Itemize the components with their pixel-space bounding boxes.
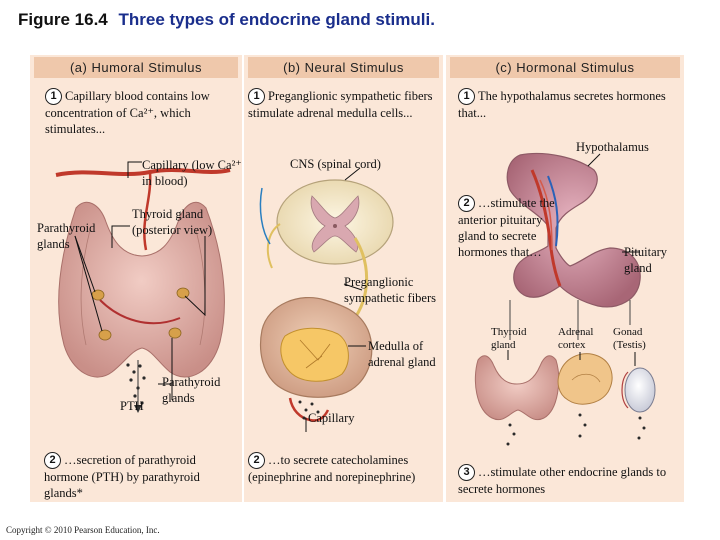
label-parathyroid-bottom: Parathyroid glands <box>162 375 221 405</box>
panel-neural-heading: (b) Neural Stimulus <box>248 57 439 78</box>
parathyroid-gland-markers <box>91 287 190 341</box>
capillary-neural <box>288 397 330 422</box>
hormonal-leader-lines <box>507 153 640 366</box>
neural-step-2-text: …to secrete catecholamines (epinephrine … <box>248 453 416 484</box>
figure-number: Figure 16.4 <box>18 10 108 29</box>
pituitary-hormone-arrows <box>509 300 631 340</box>
label-capillary-humoral: Capillary (low Ca²⁺ in blood) <box>142 158 242 188</box>
hormone-dots-hormonal <box>506 413 646 446</box>
label-pth: PTH <box>120 399 144 413</box>
panel-humoral-heading: (a) Humoral Stimulus <box>34 57 238 78</box>
copyright-notice: Copyright © 2010 Pearson Education, Inc. <box>6 525 160 535</box>
humoral-step-2-text: …secretion of parathyroid hormone (PTH) … <box>44 453 200 500</box>
step-number-badge: 1 <box>458 88 475 105</box>
hormonal-step-1-text: The hypothalamus secretes hormones that.… <box>458 89 666 120</box>
neural-step-1-text: Preganglionic sympathetic fibers stimula… <box>248 89 433 120</box>
neural-step-2: 2…to secrete catecholamines (epinephrine… <box>248 452 442 485</box>
capillary-red-drawing <box>55 168 231 325</box>
label-hypothalamus: Hypothalamus <box>576 140 649 154</box>
step-number-badge: 3 <box>458 464 475 481</box>
hormonal-step-2: 2…stimulate the anterior pituitary gland… <box>458 195 556 260</box>
target-adrenal-drawing <box>557 353 613 405</box>
label-cns-spinal-cord: CNS (spinal cord) <box>290 157 381 171</box>
hormonal-step-3-text: …stimulate other endocrine glands to sec… <box>458 465 667 496</box>
label-thyroid-target: Thyroid gland <box>491 326 527 351</box>
label-gonad-testis: Gonad (Testis) <box>613 326 646 351</box>
label-preganglionic-fibers: Preganglionic sympathetic fibers <box>344 275 436 305</box>
label-pituitary-gland: Pituitary gland <box>624 245 668 275</box>
label-adrenal-medulla: Medulla of adrenal gland <box>368 339 436 369</box>
figure-caption: Three types of endocrine gland stimuli. <box>118 10 435 29</box>
label-thyroid-gland: Thyroid gland (posterior view) <box>132 207 213 237</box>
neural-leader-lines <box>305 167 366 432</box>
label-adrenal-cortex: Adrenal cortex <box>558 326 594 351</box>
humoral-step-2: 2…secretion of parathyroid hormone (PTH)… <box>44 452 240 501</box>
label-capillary-neural: Capillary <box>308 411 355 425</box>
humoral-step-1-text: Capillary blood contains low concentrati… <box>45 89 210 136</box>
step-number-badge: 1 <box>248 88 265 105</box>
hormonal-step-2-text: …stimulate the anterior pituitary gland … <box>458 196 555 259</box>
step-number-badge: 2 <box>458 195 475 212</box>
step-number-badge: 1 <box>45 88 62 105</box>
humoral-leader-lines <box>74 161 206 400</box>
pth-release-dots <box>126 363 146 405</box>
hormonal-step-3: 3…stimulate other endocrine glands to se… <box>458 464 680 497</box>
catecholamine-dots <box>298 400 320 420</box>
label-parathyroid-left: Parathyroid glands <box>37 221 96 251</box>
spinal-nerve-blue <box>259 187 271 245</box>
pth-arrowhead <box>134 405 142 413</box>
spinal-cord-drawing <box>276 179 394 265</box>
panel-neural <box>244 55 443 502</box>
target-thyroid-drawing <box>474 355 560 421</box>
adrenal-medulla-drawing <box>259 296 373 398</box>
target-testis-drawing <box>621 367 656 413</box>
hypothalamus-pituitary-drawing <box>506 152 641 308</box>
step-number-badge: 2 <box>248 452 265 469</box>
step-number-badge: 2 <box>44 452 61 469</box>
panel-hormonal-heading: (c) Hormonal Stimulus <box>450 57 680 78</box>
figure-title: Figure 16.4 Three types of endocrine gla… <box>18 10 435 30</box>
